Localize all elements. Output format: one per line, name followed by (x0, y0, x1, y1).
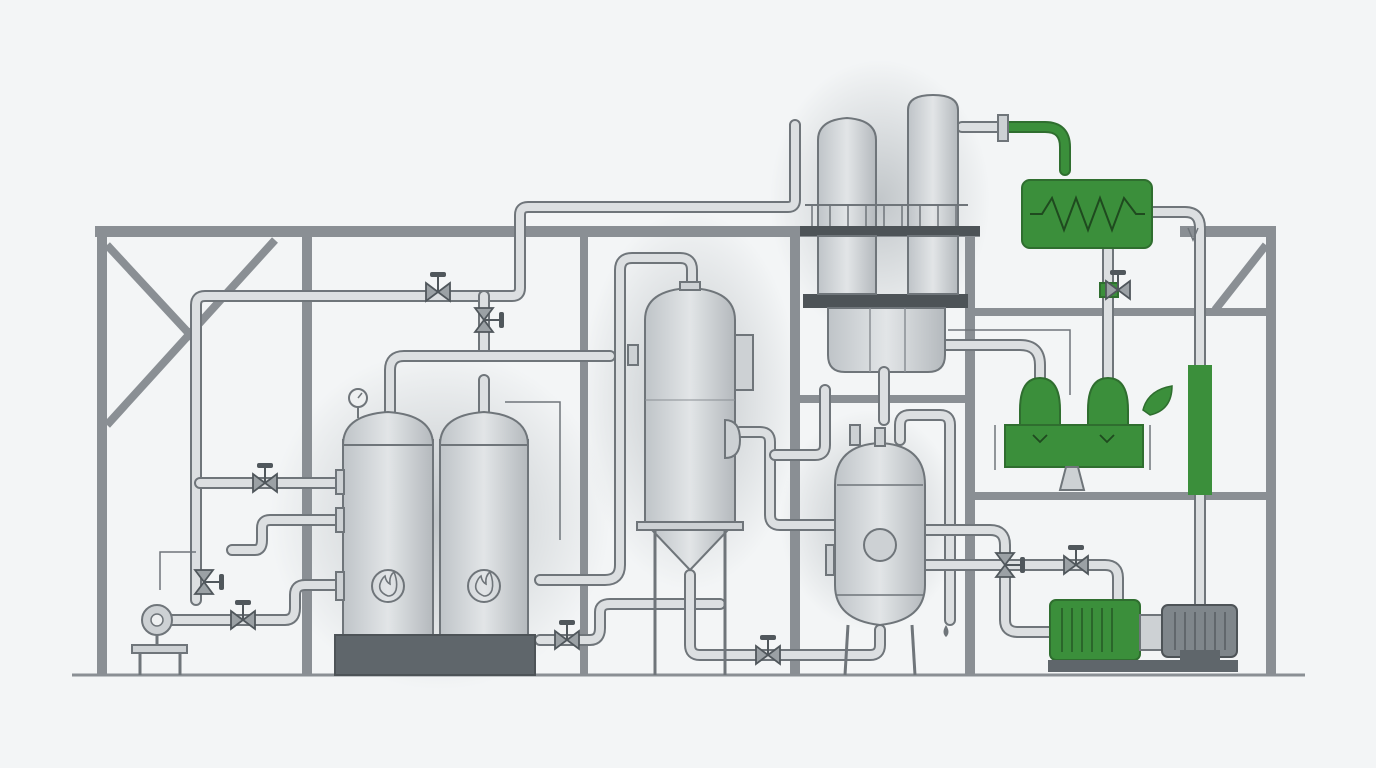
gate-valve-3[interactable] (252, 463, 278, 494)
boiler-right (438, 410, 530, 636)
distillation-column (627, 281, 754, 675)
gate-valve-8[interactable] (994, 552, 1025, 578)
boiler-base (334, 634, 536, 676)
pressure-gauge-icon (348, 388, 368, 418)
leaf-icon (1142, 385, 1173, 416)
electric-motor (1161, 604, 1238, 662)
gate-valve-9[interactable] (1063, 545, 1089, 576)
gate-valve-1[interactable] (425, 272, 451, 303)
boiler-left (335, 410, 435, 636)
gate-valve-10[interactable] (1105, 270, 1131, 301)
flame-icon (474, 570, 494, 597)
process-piping (159, 119, 1206, 661)
green-recovery-system (948, 114, 1212, 495)
green-pump (1048, 599, 1238, 672)
valves (193, 270, 1131, 666)
gate-valve-5[interactable] (230, 600, 256, 631)
gate-valve-7[interactable] (755, 635, 781, 666)
gate-valve-2[interactable] (473, 307, 504, 333)
twin-towers (800, 93, 980, 426)
flame-icon (378, 570, 398, 597)
gate-valve-6[interactable] (554, 620, 580, 651)
receiver-vessel (825, 424, 949, 676)
small-pump (131, 604, 188, 675)
zigzag-coil-icon (1030, 195, 1145, 233)
gate-valve-4[interactable] (193, 569, 224, 595)
